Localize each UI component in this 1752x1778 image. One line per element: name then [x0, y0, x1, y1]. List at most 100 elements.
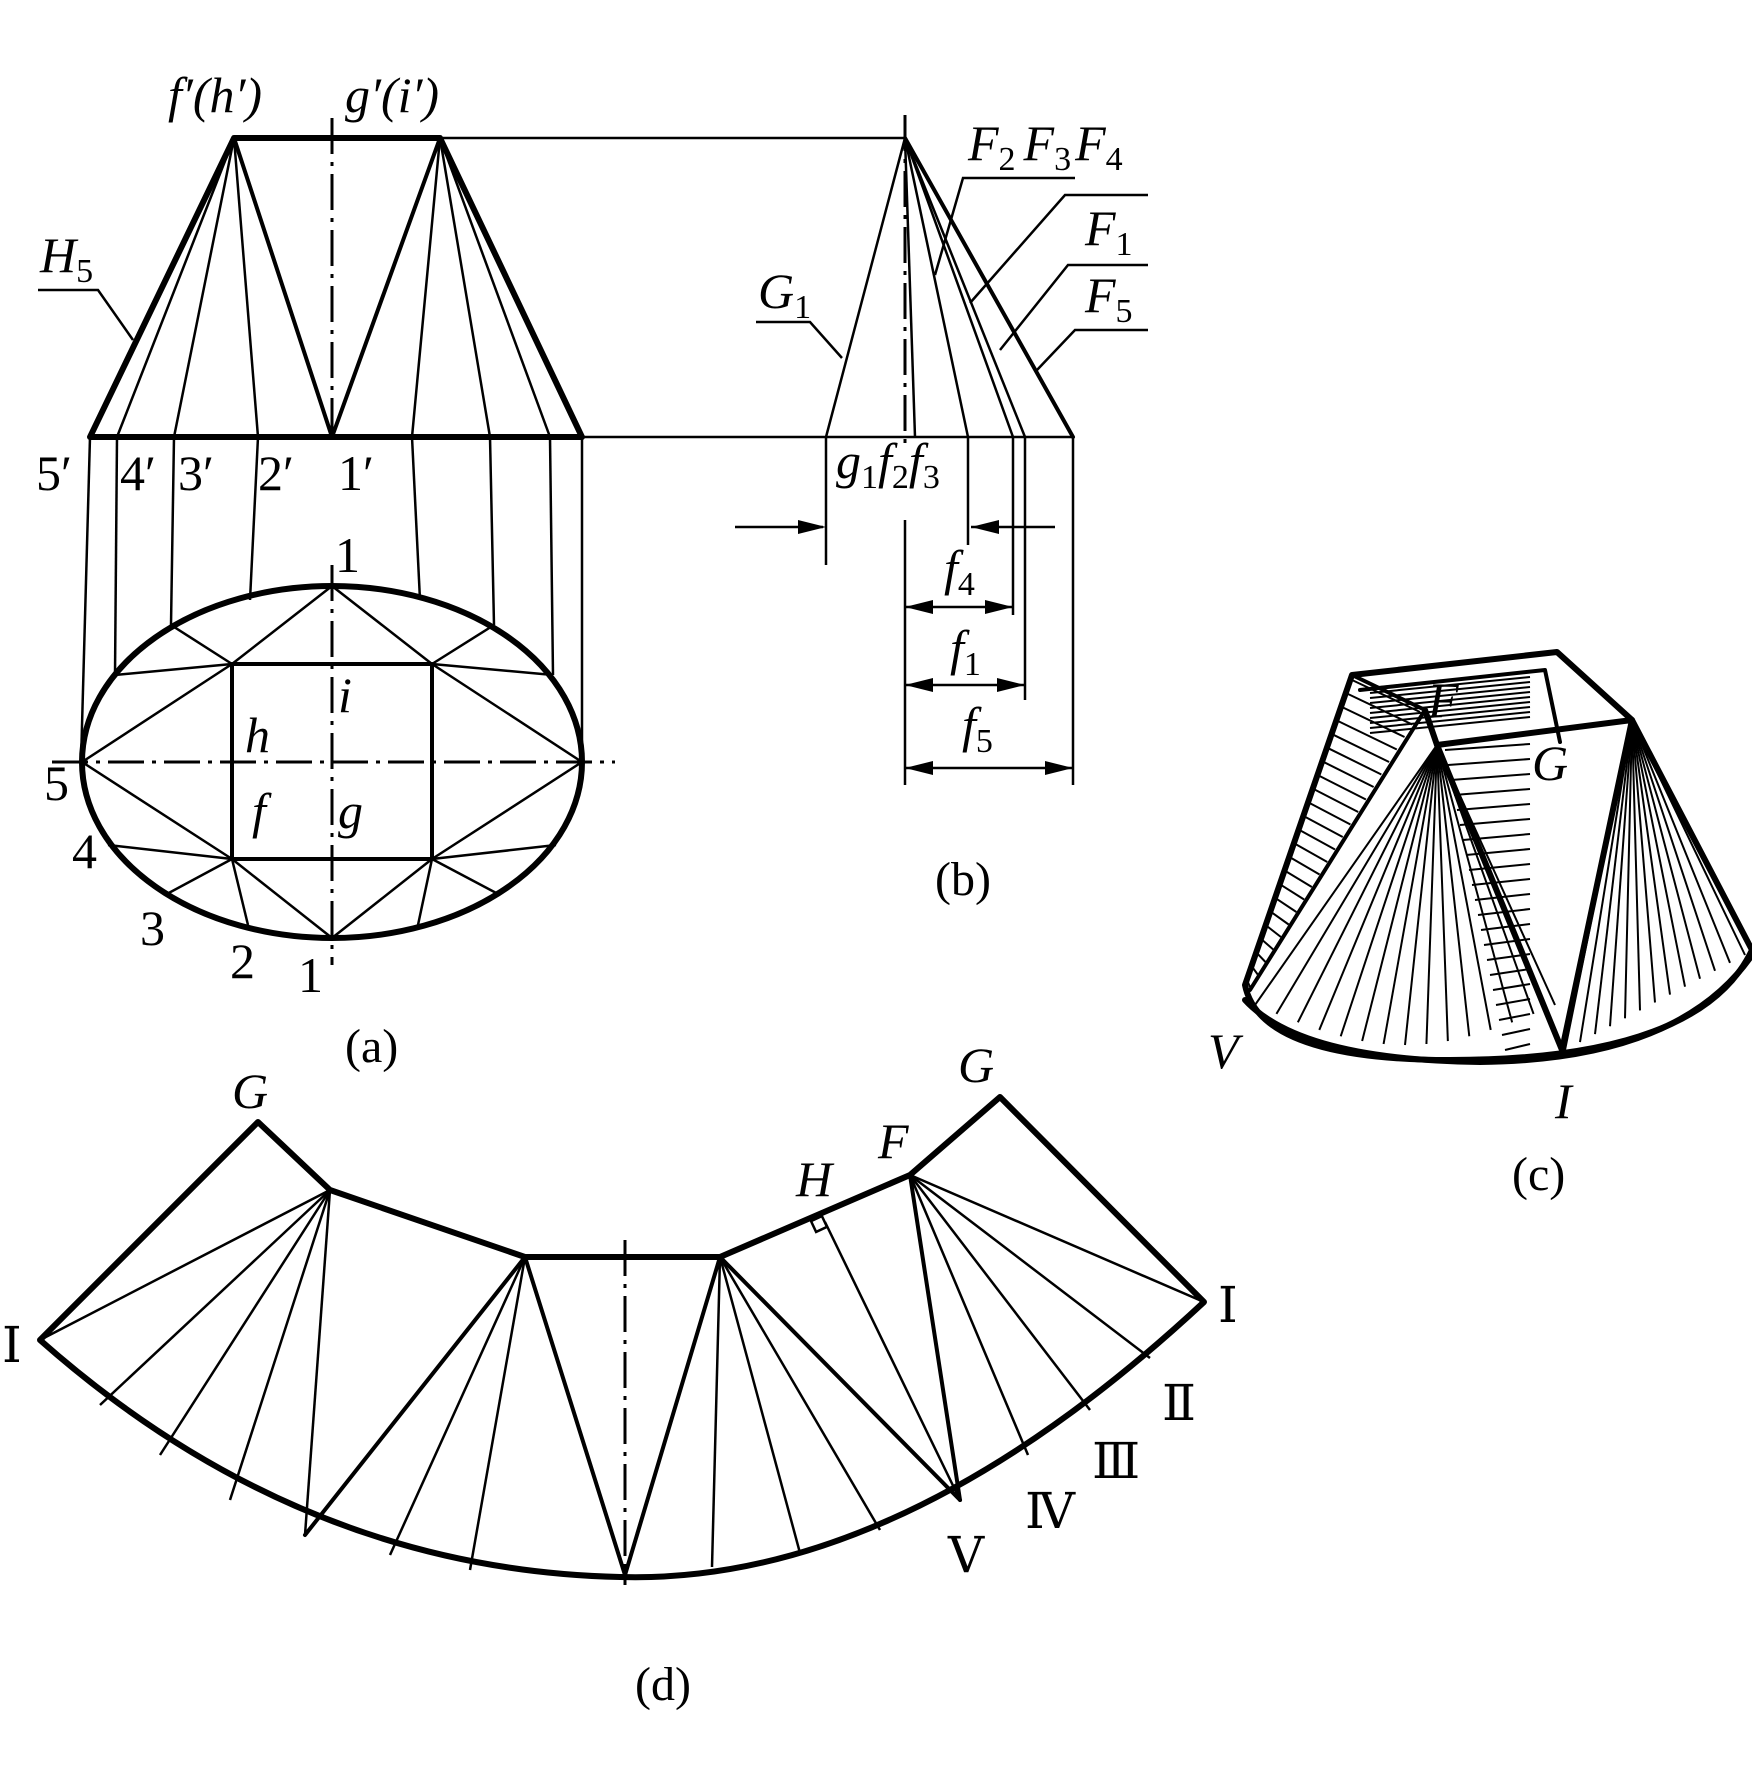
b-leaders [756, 176, 1148, 371]
generator [232, 137, 260, 438]
svg-text:H5: H5 [39, 227, 93, 290]
hatch-line [1369, 716, 1531, 734]
dev-line [718, 1256, 882, 1531]
label-g1-main: g [836, 433, 861, 489]
front-point-labels: 5′ 4′ 3′ 2′ 1′ [36, 445, 374, 501]
label-f1-sub: 1 [964, 646, 981, 683]
hatch-line [1631, 719, 1686, 987]
hatch-line [1322, 760, 1375, 788]
tl-line-f5 [903, 136, 1075, 439]
label-F1-sub: 1 [1116, 226, 1133, 263]
plan-line [431, 843, 557, 861]
solid-top-inner [1358, 668, 1562, 744]
label-F5-sub: 5 [1116, 293, 1133, 330]
label-H5-sub: 5 [76, 253, 93, 290]
label-4: 4 [72, 823, 97, 879]
label-G1-main: G [758, 263, 794, 319]
caption-a: (a) [345, 1020, 398, 1073]
label-F3-main: F [1023, 115, 1055, 171]
frustum-outline [87, 135, 585, 440]
generator [330, 136, 442, 439]
hatch-line [1369, 691, 1531, 709]
label-1-bottom: 1 [298, 947, 323, 1003]
plan-line [231, 585, 333, 665]
hatch-line [1303, 815, 1344, 838]
arrow [1045, 761, 1073, 775]
dev-line [908, 1174, 1030, 1456]
hatch-line [1361, 744, 1438, 1042]
hatch-line [1504, 1043, 1531, 1051]
label-g1-sub: 1 [861, 459, 878, 496]
hatch-line [1447, 758, 1531, 766]
hatch-line [1471, 878, 1531, 886]
dev-line [623, 1255, 722, 1577]
plan-line [81, 760, 233, 861]
plan-line [431, 662, 554, 677]
panel-d: G G H F Ⅰ Ⅰ Ⅱ Ⅲ Ⅳ Ⅴ (d) [2, 1037, 1238, 1711]
dev-line [710, 1256, 722, 1568]
label-d-V: Ⅴ [947, 1527, 985, 1583]
dev-line [158, 1189, 332, 1456]
projector [548, 436, 555, 676]
hatch-line [1594, 719, 1633, 1035]
dev-line [99, 1189, 331, 1406]
hatch-line [1369, 701, 1531, 719]
label-c-V: V [1208, 1023, 1244, 1079]
label-d-H: H [795, 1151, 835, 1207]
dev-line [468, 1256, 527, 1571]
hatch-line [1631, 719, 1731, 964]
label-d-F: F [877, 1113, 909, 1169]
hatch-line [1631, 719, 1641, 1011]
hatch-line [1260, 938, 1274, 951]
plan-line [331, 858, 433, 939]
projector [488, 436, 496, 626]
label-f4-sub: 4 [958, 566, 975, 603]
label-5-prime: 5′ [36, 445, 72, 501]
label-F3-sub: 3 [1054, 141, 1071, 178]
front-generators [115, 136, 552, 439]
label-c-F: F [1427, 672, 1459, 728]
hatch-line [1631, 719, 1656, 1003]
hatch-line [1436, 744, 1514, 1023]
hatch-line [1489, 968, 1531, 976]
dev-line [909, 1173, 1205, 1304]
arrow [997, 678, 1025, 692]
hatch-line [1318, 774, 1367, 801]
hatch-line [1624, 719, 1633, 1019]
dev-line-H [823, 1221, 962, 1501]
arrow [905, 678, 933, 692]
projector [113, 436, 119, 676]
arrow [905, 761, 933, 775]
solid-hatching [1246, 671, 1746, 1051]
hatch-line [1369, 696, 1531, 714]
hatch-line [1327, 747, 1382, 776]
hatch-line [1631, 719, 1701, 980]
label-f3-sub: 3 [923, 459, 940, 496]
plan-line [114, 662, 233, 677]
label-F5: F5 [1084, 267, 1133, 330]
dev-line [718, 1256, 802, 1554]
leader-F4 [969, 193, 1148, 304]
label-3-prime: 3′ [178, 445, 214, 501]
hatch-line [1631, 719, 1671, 995]
label-d-G-left: G [232, 1063, 268, 1119]
label-1-top: 1 [335, 527, 360, 583]
hatch-line [1631, 719, 1716, 972]
hatch-line [1337, 720, 1398, 751]
development-generators [39, 1173, 1205, 1577]
hatch-line [1369, 686, 1531, 704]
label-H5-main: H [39, 227, 79, 283]
label-F1-main: F [1084, 200, 1116, 256]
hatch-line [1498, 1013, 1531, 1021]
leader-F1 [999, 263, 1148, 351]
front-view [79, 118, 1073, 763]
hatch-line [1275, 744, 1438, 1015]
generator [438, 137, 492, 438]
solid-base-curve [1242, 952, 1752, 1065]
tl-line-g1 [824, 137, 907, 438]
plan-line [170, 623, 233, 666]
hatch-line [1444, 743, 1531, 751]
label-base-g1f2f3: g1f2f3 [836, 433, 940, 496]
